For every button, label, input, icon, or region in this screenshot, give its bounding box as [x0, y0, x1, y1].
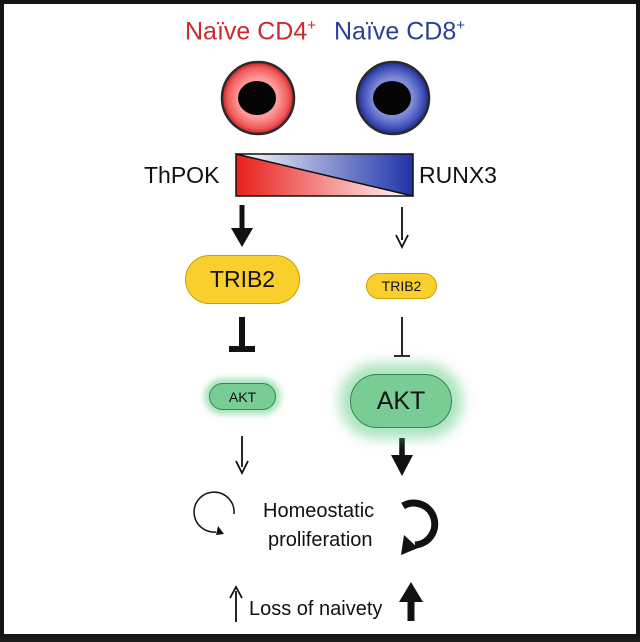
left-akt-pill: AKT	[209, 383, 276, 410]
proliferation-label: proliferation	[268, 529, 373, 551]
cd4-title: Naïve CD4+	[185, 17, 317, 46]
right-akt-pill: AKT	[350, 374, 452, 428]
loss-of-naivety-label: Loss of naivety	[249, 598, 383, 620]
cd8-title: Naïve CD8+	[334, 17, 466, 46]
cd4-cell-icon	[220, 60, 296, 136]
right-arrow-to-proliferation	[391, 438, 413, 476]
right-arrow-to-trib2	[395, 207, 409, 250]
thick-cycle-arrow-icon	[401, 499, 439, 555]
right-trib2-pill: TRIB2	[366, 273, 437, 299]
left-trib2-pill: TRIB2	[185, 255, 300, 304]
thin-cycle-arrow-icon	[193, 491, 235, 535]
left-trib2-inhibits-akt	[229, 317, 255, 352]
runx3-label: RUNX3	[419, 162, 497, 188]
thin-up-arrow-icon	[229, 585, 243, 622]
left-arrow-to-proliferation	[235, 436, 249, 476]
right-trib2-inhibits-akt	[394, 317, 410, 357]
diagram-canvas	[193, 60, 439, 622]
left-arrow-to-trib2	[231, 205, 253, 247]
runx3-gradient-triangle	[235, 153, 414, 197]
cd8-cell-icon	[355, 60, 431, 136]
homeostatic-label: Homeostatic	[263, 500, 375, 522]
thick-up-arrow-icon	[399, 582, 423, 621]
thpok-label: ThPOK	[144, 162, 220, 188]
thpok-runx3-gradient	[235, 153, 414, 197]
